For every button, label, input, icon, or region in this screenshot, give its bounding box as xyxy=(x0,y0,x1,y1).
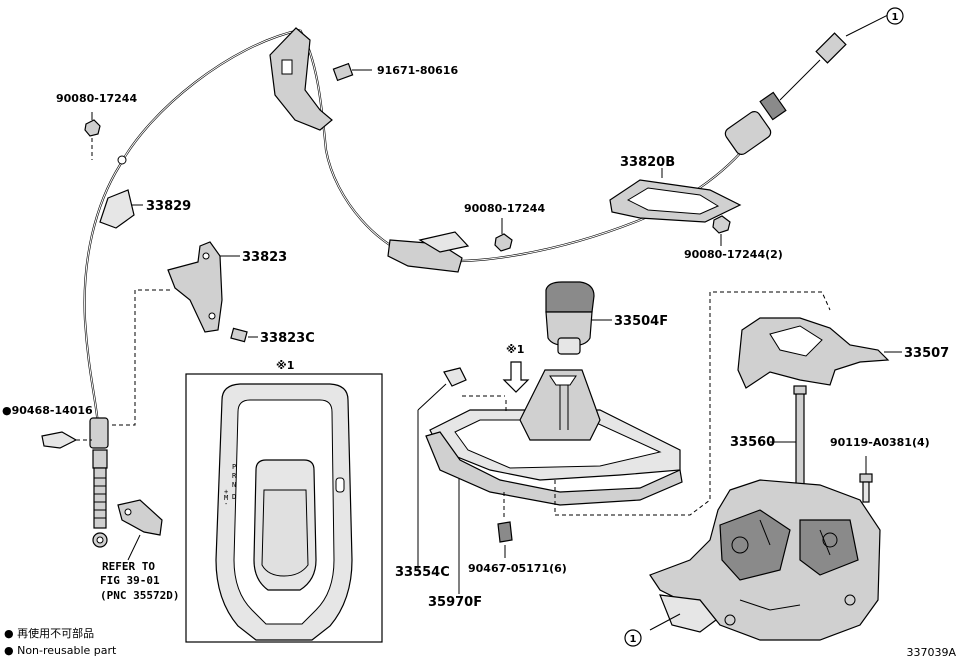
plate-33820B-icon xyxy=(609,168,742,223)
label-90119-A0381: 90119-A0381(4) xyxy=(830,436,930,449)
connection-marker-top: 1 xyxy=(886,7,904,25)
label-33829: 33829 xyxy=(146,199,191,214)
housing-33507-icon xyxy=(737,317,902,389)
svg-text:1: 1 xyxy=(630,634,637,645)
cable-bracket-upper xyxy=(269,27,333,131)
arrow-note-mark: ※1 xyxy=(506,343,524,356)
gate-n: N xyxy=(232,481,236,489)
label-35970F: 35970F xyxy=(428,595,482,610)
shift-panel-bezel xyxy=(215,383,353,641)
legend-english: ● Non-reusable part xyxy=(4,644,117,657)
gate-plus: + xyxy=(224,488,228,496)
label-33560: 33560 xyxy=(730,435,775,450)
non-reusable-bullet: ● xyxy=(2,404,12,417)
label-90467-05171: 90467-05171(6) xyxy=(468,562,567,575)
nut-90080-17244-2-icon xyxy=(712,215,731,246)
nut-90080-17244-center-icon xyxy=(494,218,513,252)
bracket-33823-icon xyxy=(112,241,240,426)
bolt-90119-A0381-icon xyxy=(859,456,873,503)
lever-33560-icon xyxy=(770,385,807,489)
label-90080-17244-center: 90080-17244 xyxy=(464,202,545,215)
refer-line-1: REFER TO xyxy=(102,560,155,573)
label-90080-17244-2: 90080-17244(2) xyxy=(684,248,783,261)
bolt-33823C-icon xyxy=(230,327,258,343)
label-33823: 33823 xyxy=(242,250,287,265)
svg-text:1: 1 xyxy=(892,12,899,23)
clip-33829-icon xyxy=(99,189,143,229)
console-panel-35970F-icon xyxy=(425,291,831,516)
gate-p: P xyxy=(232,463,236,471)
detail-note-mark: ※1 xyxy=(276,359,294,372)
bracket-refer-icon xyxy=(117,499,163,561)
label-33504F: 33504F xyxy=(614,314,668,329)
label-91671-80616: 91671-80616 xyxy=(377,64,458,77)
gate-d: D xyxy=(232,493,236,501)
label-90468-14016: ●90468-14016 xyxy=(2,404,93,417)
clip-90467-05171-icon xyxy=(497,492,513,558)
clip-90468-14016-icon xyxy=(41,431,92,449)
label-33554C: 33554C xyxy=(395,565,450,580)
nut-90080-17244-left-icon xyxy=(84,112,101,160)
shift-knob-33504F-icon xyxy=(545,281,612,355)
shifter-base-assembly xyxy=(649,479,881,641)
label-33823C: 33823C xyxy=(260,331,315,346)
bolt-91671-80616-icon xyxy=(332,62,372,82)
label-90080-17244-left: 90080-17244 xyxy=(56,92,137,105)
label-33820B: 33820B xyxy=(620,155,675,170)
gear-indicator: P R N + M - D xyxy=(224,463,237,508)
gate-m: M xyxy=(224,494,228,502)
refer-line-2: FIG 39-01 xyxy=(100,574,160,587)
gate-r: R xyxy=(232,472,237,480)
diagram-id: 337039A xyxy=(906,646,956,659)
view-arrow-icon xyxy=(502,361,530,393)
gate-minus: - xyxy=(224,500,228,508)
legend-japanese: ● 再使用不可部品 xyxy=(4,626,94,640)
connection-marker-bottom: 1 xyxy=(624,629,642,647)
refer-line-3: (PNC 35572D) xyxy=(100,589,179,602)
part-number-90468-14016: 90468-14016 xyxy=(12,404,93,417)
clip-33554C-icon xyxy=(417,367,505,570)
label-33507: 33507 xyxy=(904,346,949,361)
